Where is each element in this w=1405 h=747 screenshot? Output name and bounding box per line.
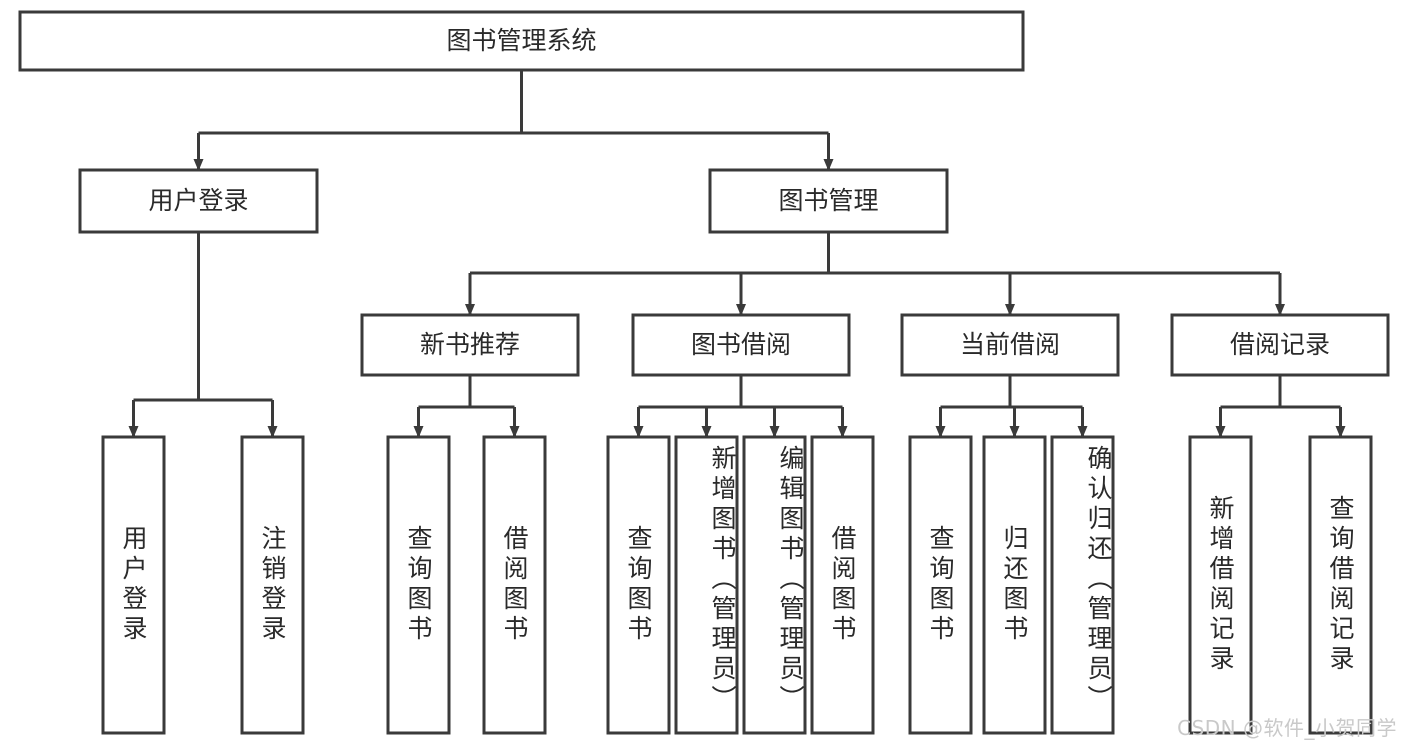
node-label-borrow-record: 借阅记录 <box>1230 330 1330 359</box>
edges-layer <box>128 70 1346 438</box>
node-leaf-borrow-book-1[interactable] <box>482 435 547 735</box>
node-leaf-query-book-2[interactable] <box>606 435 671 735</box>
node-leaf-user-login[interactable] <box>101 435 166 735</box>
node-leaf-logout[interactable] <box>240 435 305 735</box>
node-leaf-query-record[interactable] <box>1308 435 1373 735</box>
node-user-login[interactable] <box>78 168 319 234</box>
node-book-manage[interactable] <box>708 168 949 234</box>
node-book-borrow[interactable] <box>631 313 851 377</box>
node-new-book-rec[interactable] <box>360 313 580 377</box>
node-label-book-manage: 图书管理 <box>778 186 878 215</box>
node-label-user-login: 用户登录 <box>148 186 248 215</box>
node-leaf-add-book[interactable] <box>674 435 739 735</box>
node-leaf-confirm-return[interactable] <box>1050 435 1115 735</box>
node-label-current-borrow: 当前借阅 <box>960 330 1060 359</box>
node-root[interactable] <box>18 10 1025 72</box>
node-label-root: 图书管理系统 <box>446 26 596 55</box>
node-leaf-add-record[interactable] <box>1188 435 1253 735</box>
node-leaf-query-book-3[interactable] <box>908 435 973 735</box>
node-borrow-record[interactable] <box>1170 313 1390 377</box>
node-current-borrow[interactable] <box>900 313 1120 377</box>
watermark-text: CSDN @软件_小贺同学 <box>1177 716 1397 740</box>
node-label-book-borrow: 图书借阅 <box>691 330 791 359</box>
node-leaf-query-book-1[interactable] <box>386 435 451 735</box>
node-label-new-book-rec: 新书推荐 <box>420 330 520 359</box>
node-leaf-edit-book[interactable] <box>742 435 807 735</box>
node-leaf-borrow-book-2[interactable] <box>810 435 875 735</box>
node-leaf-return-book[interactable] <box>982 435 1047 735</box>
